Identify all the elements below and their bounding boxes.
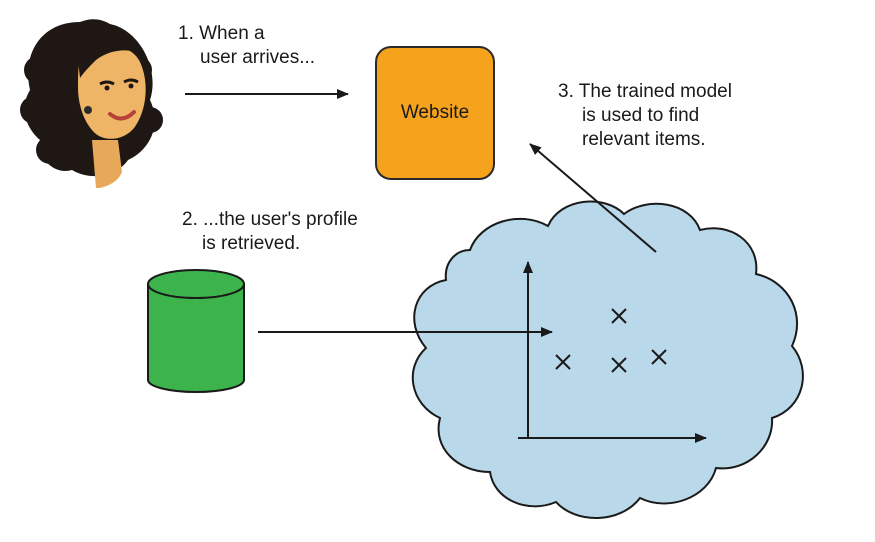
model-cloud-icon bbox=[411, 200, 804, 519]
step3-caption: 3. The trained model is used to find rel… bbox=[558, 80, 732, 152]
step2-line2: is retrieved. bbox=[202, 233, 301, 254]
website-box: Website bbox=[375, 46, 495, 180]
point-mark bbox=[611, 308, 627, 324]
point-mark bbox=[555, 354, 571, 370]
step2-line1: 2. ...the user's profile bbox=[182, 209, 358, 230]
website-label: Website bbox=[400, 102, 470, 123]
point-mark bbox=[611, 357, 627, 373]
user-avatar-icon bbox=[20, 19, 163, 188]
step3-line3: relevant items. bbox=[582, 129, 706, 150]
arrow-model-to-website bbox=[529, 143, 657, 253]
step3-line2: is used to find bbox=[582, 105, 700, 126]
model-points bbox=[555, 308, 667, 373]
point-mark bbox=[651, 349, 667, 365]
database-icon bbox=[147, 269, 245, 393]
step1-caption: 1. When a user arrives... bbox=[178, 22, 315, 70]
step1-line1: 1. When a bbox=[178, 23, 265, 44]
step1-line2: user arrives... bbox=[200, 47, 316, 68]
step2-caption: 2. ...the user's profile is retrieved. bbox=[182, 208, 358, 256]
step3-line1: 3. The trained model bbox=[558, 81, 732, 102]
